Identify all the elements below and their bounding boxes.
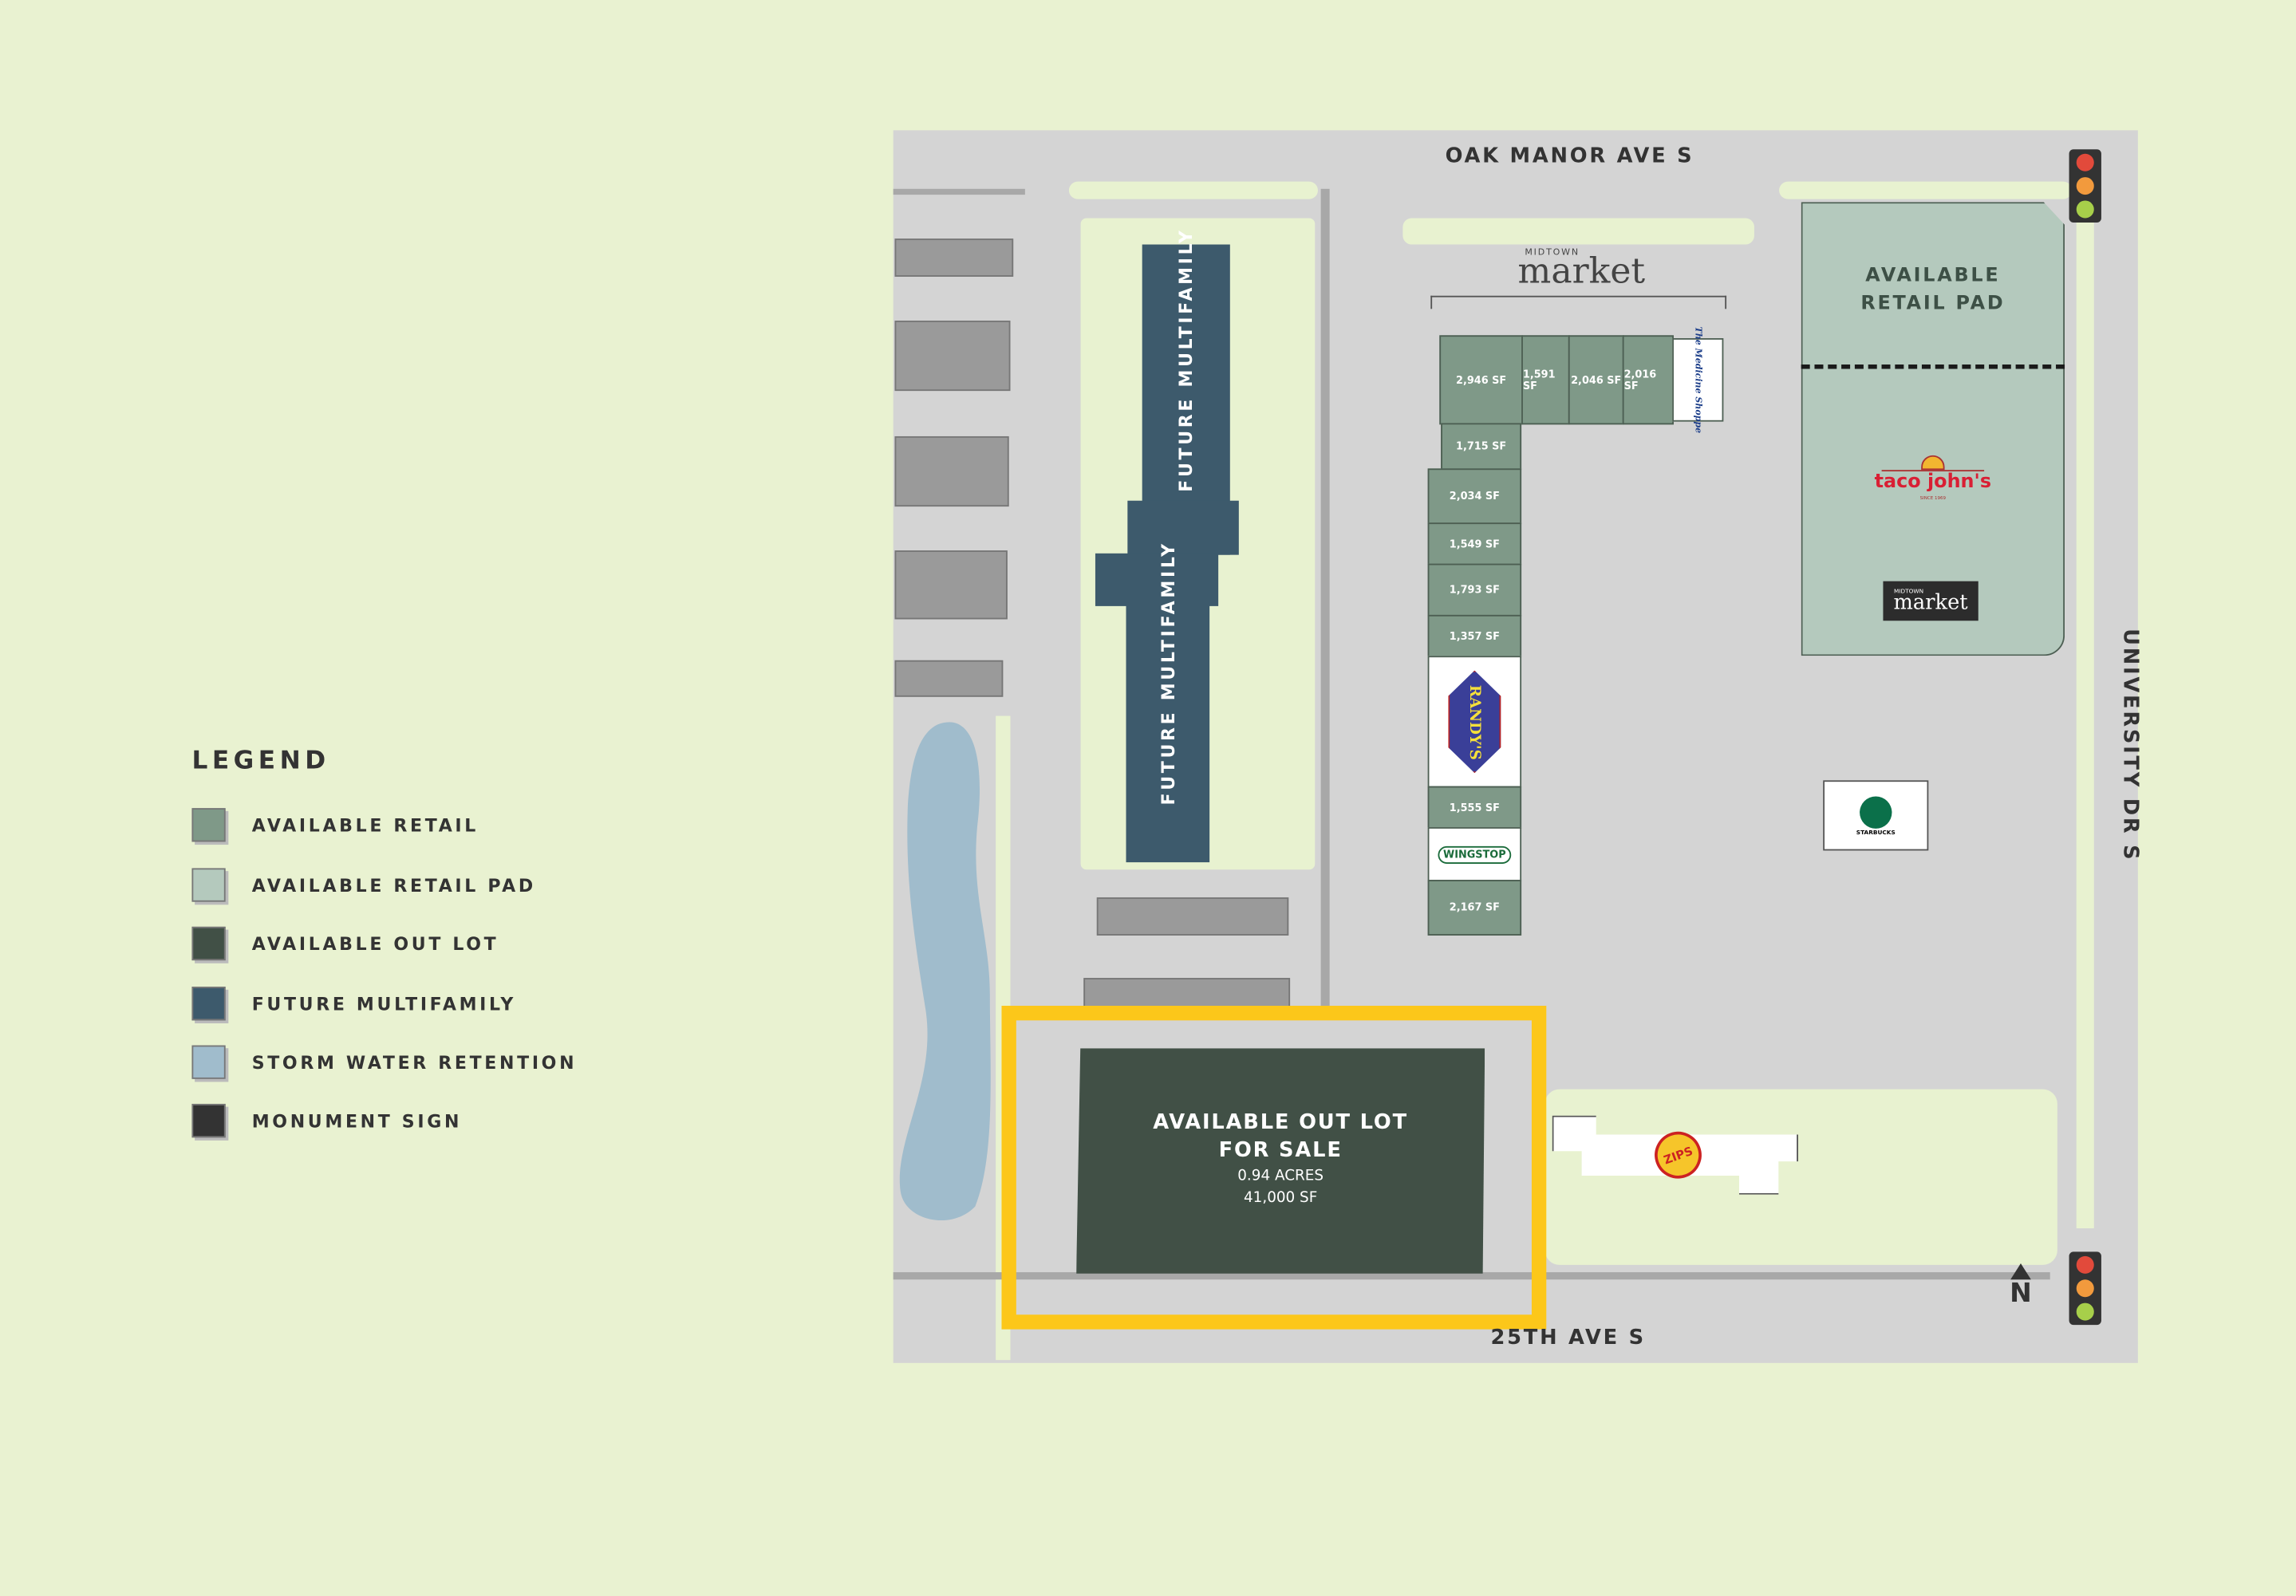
legend-title: LEGEND <box>191 747 330 776</box>
green-strip <box>1402 218 1754 245</box>
legend-label: FUTURE MULTIFAMILY <box>251 993 516 1015</box>
retail-unit[interactable]: 1,591 SF <box>1521 335 1570 425</box>
retail-unit[interactable]: 2,167 SF <box>1427 880 1522 936</box>
legend-item-available-retail: AVAILABLE RETAIL <box>191 808 479 842</box>
retail-unit[interactable]: 1,555 SF <box>1427 786 1522 829</box>
green-strip <box>2076 218 2094 1228</box>
legend-label: AVAILABLE RETAIL PAD <box>251 874 536 896</box>
retail-unit[interactable]: 1,549 SF <box>1427 522 1522 565</box>
retail-unit[interactable]: 2,046 SF <box>1568 335 1624 425</box>
midtown-market-logo: MIDTOWN market <box>1517 247 1646 292</box>
drive-line <box>1320 188 1330 1009</box>
multifamily-label: FUTURE MULTIFAMILY <box>1158 541 1179 806</box>
pad-division-line <box>1801 365 2065 369</box>
parking-structure <box>1083 978 1291 1009</box>
taco-johns-logo: taco john's SINCE 1969 <box>1860 455 2006 501</box>
parking-structure <box>894 550 1008 620</box>
storm-water-pond <box>899 722 991 1221</box>
tenant-randys[interactable]: RANDY'S <box>1427 656 1522 788</box>
parking-structure <box>1096 897 1289 936</box>
parking-structure <box>894 238 1014 277</box>
available-retail-pad[interactable] <box>1801 202 2065 656</box>
legend-swatch <box>191 808 226 842</box>
tenant-medicine-shoppe[interactable]: The Medicine Shoppe <box>1672 327 1724 433</box>
legend-item-out-lot: AVAILABLE OUT LOT <box>191 926 499 961</box>
starbucks-logo-icon <box>1860 795 1892 828</box>
legend-label: AVAILABLE OUT LOT <box>251 933 499 954</box>
available-out-lot[interactable]: AVAILABLE OUT LOT FOR SALE 0.94 ACRES 41… <box>1076 1048 1485 1274</box>
site-map: FUTURE MULTIFAMILY FUTURE MULTIFAMILY MI… <box>893 130 2142 1363</box>
retail-unit[interactable]: 1,357 SF <box>1427 614 1522 658</box>
retail-unit[interactable]: 2,034 SF <box>1427 468 1522 525</box>
traffic-light-icon <box>2069 1251 2101 1326</box>
legend-label: MONUMENT SIGN <box>251 1110 463 1131</box>
legend-swatch <box>191 926 226 961</box>
future-multifamily-south <box>1095 553 1219 606</box>
legend-label: STORM WATER RETENTION <box>251 1051 578 1073</box>
legend-swatch <box>191 987 226 1021</box>
drive-line <box>893 1272 2050 1280</box>
road-label-25th-ave: 25TH AVE S <box>1490 1326 1646 1350</box>
road-label-oak-manor: OAK MANOR AVE S <box>1445 144 1694 169</box>
north-arrow-icon <box>2010 1263 2031 1280</box>
legend-swatch <box>191 868 226 902</box>
legend-item-retail-pad: AVAILABLE RETAIL PAD <box>191 868 536 902</box>
legend-item-monument-sign: MONUMENT SIGN <box>191 1103 463 1138</box>
out-lot-highlight <box>1001 1005 1547 1330</box>
parking-structure <box>894 435 1009 507</box>
north-arrow: N <box>2006 1263 2036 1309</box>
tenant-starbucks[interactable]: STARBUCKS <box>1823 780 1929 851</box>
legend-swatch <box>191 1045 226 1079</box>
legend-item-multifamily: FUTURE MULTIFAMILY <box>191 987 516 1021</box>
parking-structure <box>894 660 1004 697</box>
parking-structure <box>894 320 1011 392</box>
legend-label: AVAILABLE RETAIL <box>251 814 479 836</box>
retail-unit[interactable]: 1,793 SF <box>1427 563 1522 617</box>
midtown-market-monument-sign: MIDTOWN market <box>1883 581 1978 621</box>
retail-unit[interactable]: 2,016 SF <box>1622 335 1674 425</box>
tenant-wingstop[interactable]: WINGSTOP <box>1427 827 1522 881</box>
legend-swatch <box>191 1103 226 1138</box>
retail-unit[interactable]: 1,715 SF <box>1441 423 1522 471</box>
multifamily-label: FUTURE MULTIFAMILY <box>1175 227 1197 492</box>
traffic-light-icon <box>2069 149 2101 223</box>
green-space <box>1544 1089 2057 1265</box>
road-label-university-dr: UNIVERSITY DR S <box>2118 629 2142 862</box>
retail-unit[interactable]: 2,946 SF <box>1439 335 1523 425</box>
legend-item-storm-water: STORM WATER RETENTION <box>191 1045 578 1079</box>
green-strip <box>1779 181 2073 199</box>
green-strip <box>1068 181 1318 199</box>
